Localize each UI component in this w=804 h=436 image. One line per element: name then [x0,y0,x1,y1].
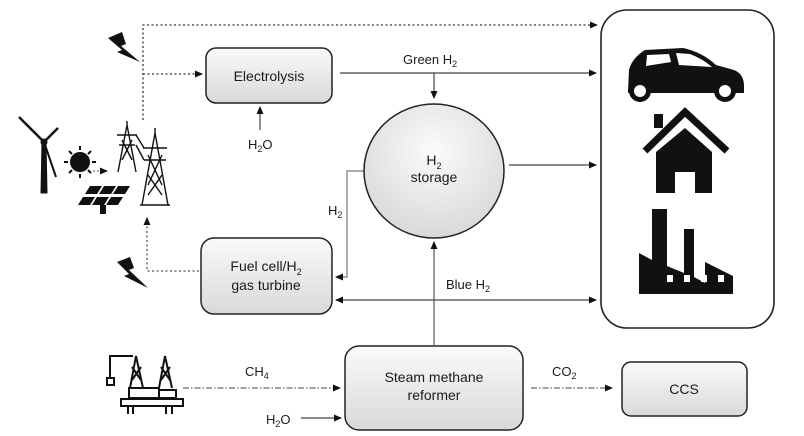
power-pylons-icon [117,121,170,206]
wind-turbine-icon [18,116,59,194]
electrolysis-node: Electrolysis [205,47,333,104]
co2-label: CO2 [552,364,577,381]
electrolysis-label: Electrolysis [234,68,305,84]
fuel-cell-label-line2: gas turbine [231,277,300,293]
green-h2-label: Green H2 [403,52,457,69]
dotted-power-line-top [142,21,598,120]
house-icon [642,107,730,193]
solar-panel-icon [78,186,130,214]
h2o-smr-label: H2O [266,412,291,429]
offshore-oil-rig-icon [106,355,184,414]
sun-icon [64,146,96,178]
ccs-label: CCS [669,381,699,397]
h2o-electrolysis-label: H2O [248,137,273,154]
h2-storage-node: H2 storage [363,103,505,239]
storage-to-fuelcell-line [335,170,364,281]
lightning-bolt-icon-bottom [117,257,148,288]
ch4-label: CH4 [245,364,269,381]
fuel-cell-label-line1: Fuel cell/H2 [230,258,301,277]
fuel-cell-node: Fuel cell/H2 gas turbine [200,237,333,315]
steam-methane-reformer-node: Steam methane reformer [344,345,524,431]
smr-label-line2: reformer [408,387,461,403]
storage-label: storage [411,169,458,185]
dotted-fuelcell-to-grid [143,217,199,272]
h2-flow-label: H2 [328,203,342,220]
blue-h2-label: Blue H2 [446,277,490,294]
lightning-bolt-icon-top [108,32,140,62]
factory-icon [639,209,733,294]
ccs-node: CCS [621,361,748,417]
smr-label-line1: Steam methane [385,369,484,385]
car-icon [628,48,744,102]
storage-label-h2: H2 [426,152,441,171]
